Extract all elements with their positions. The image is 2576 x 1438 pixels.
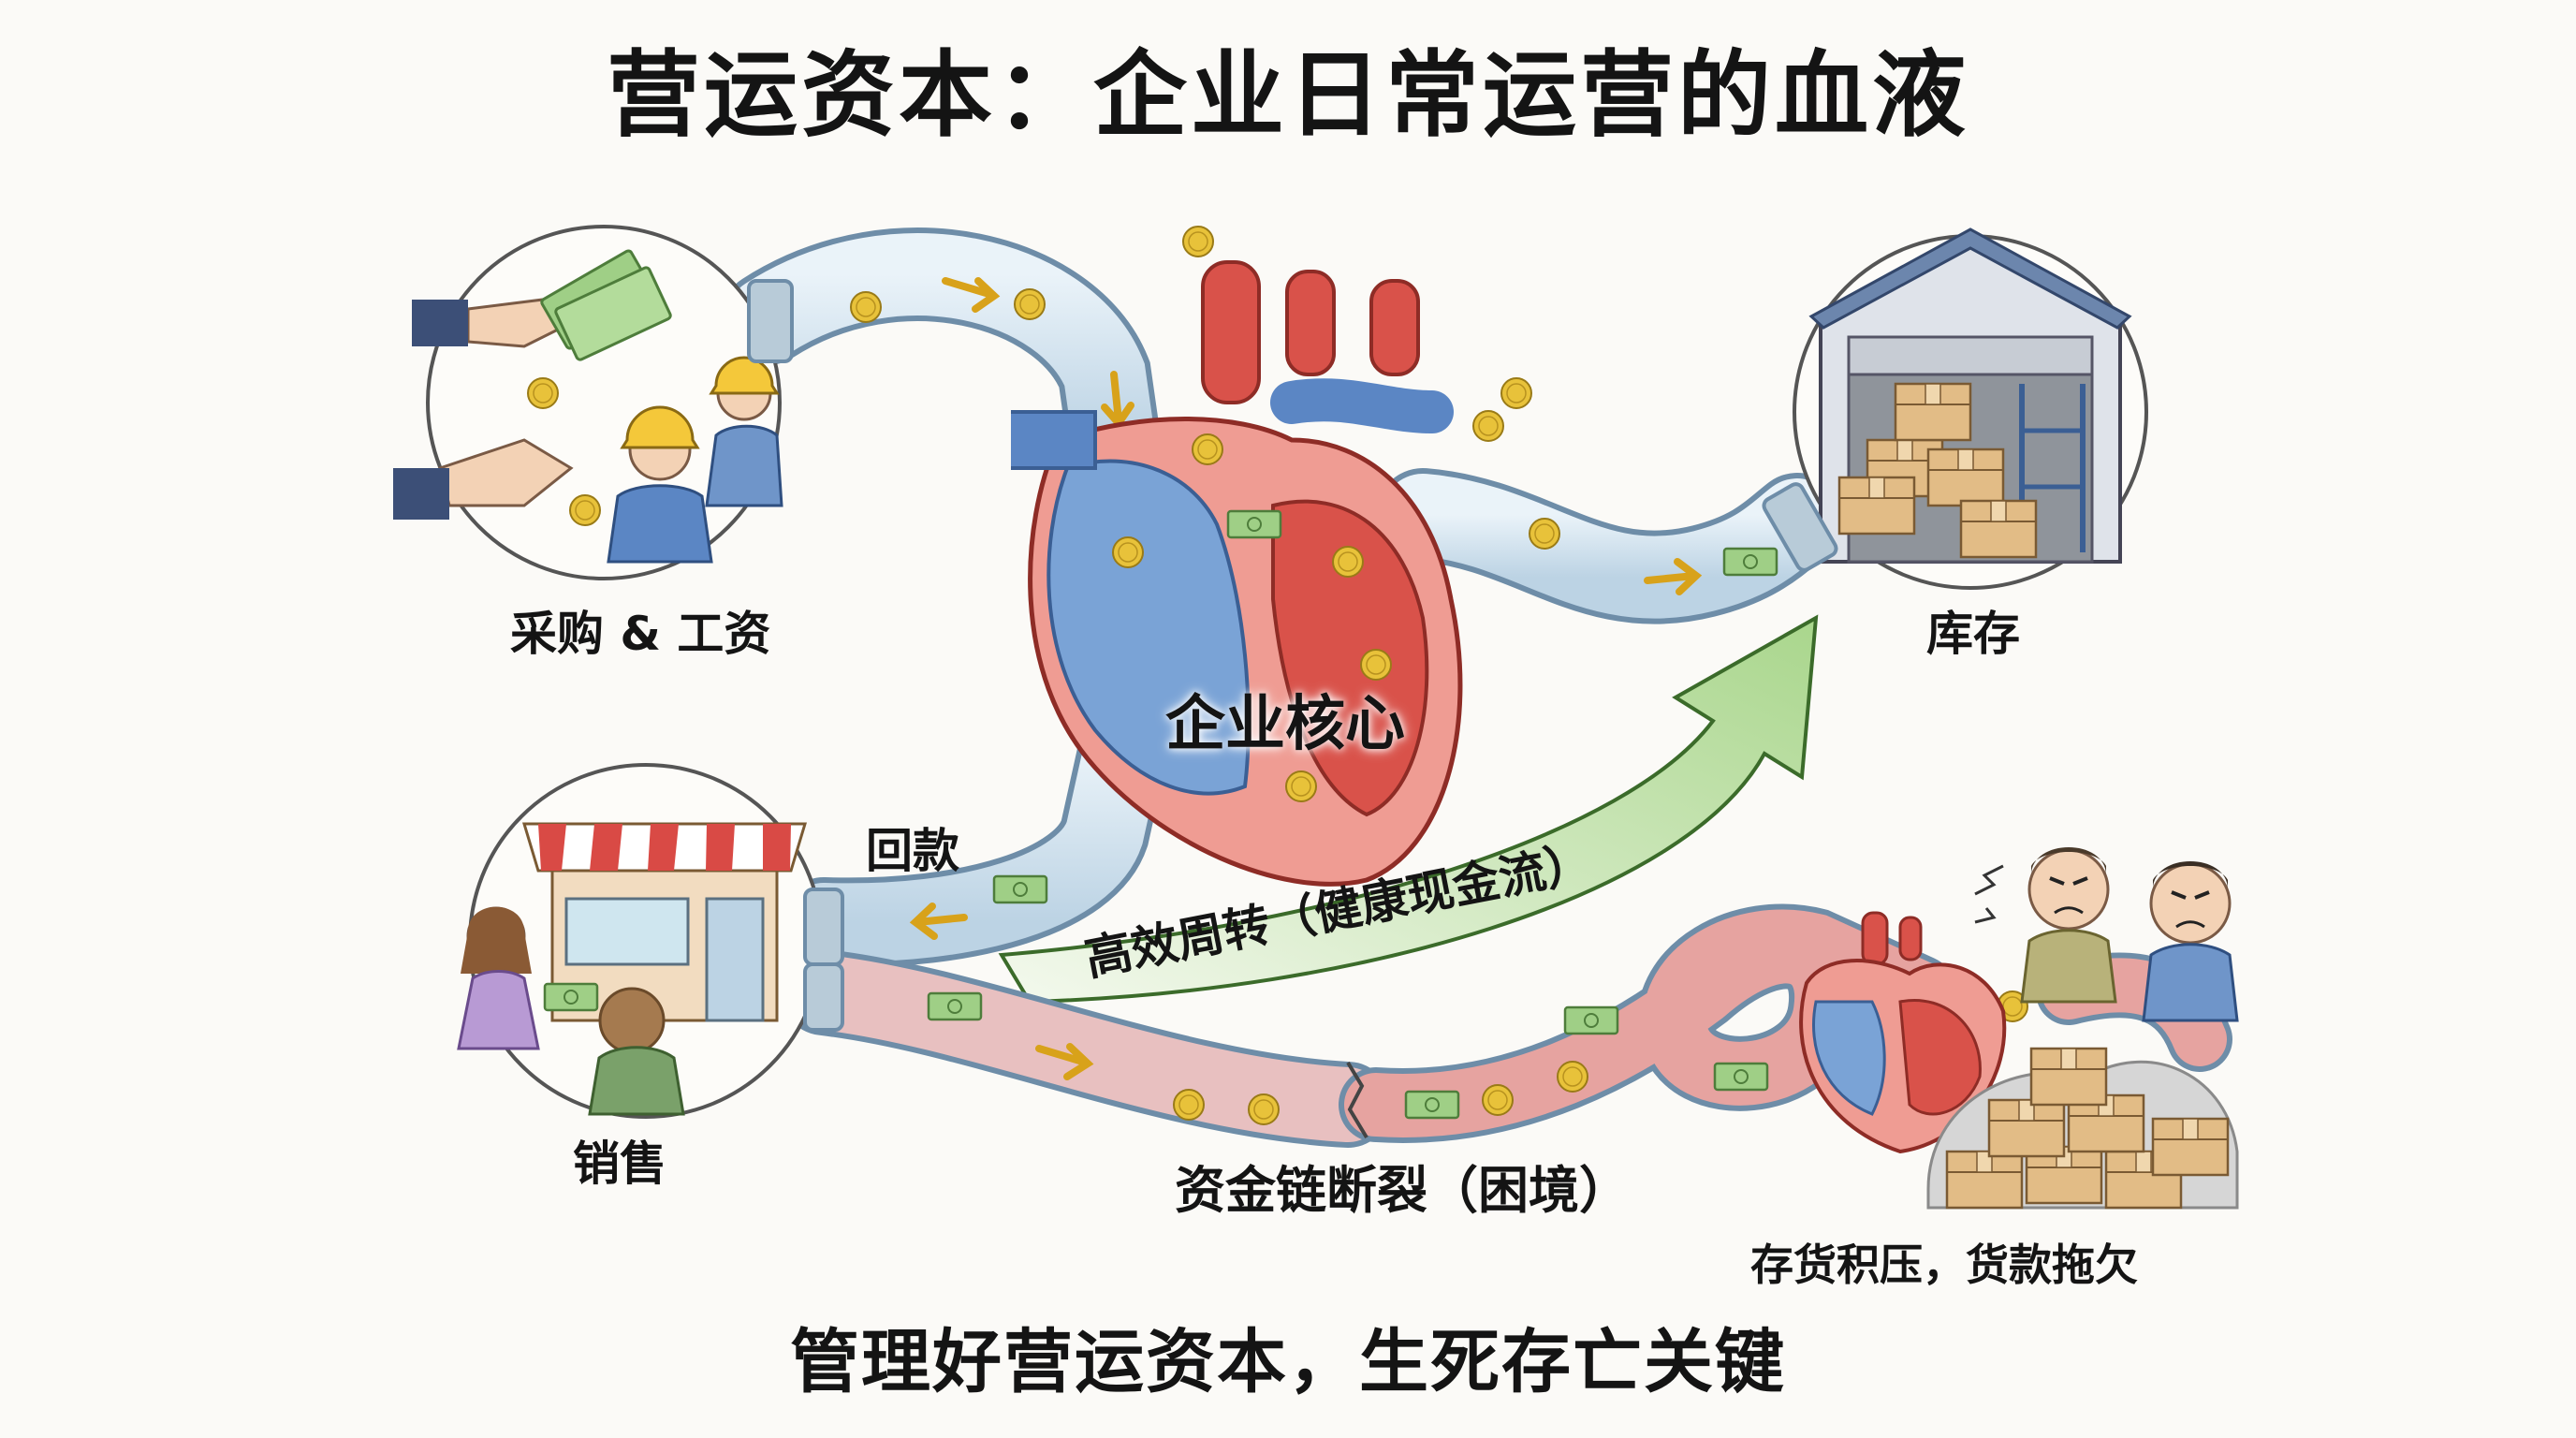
worker-icon	[569, 356, 783, 564]
label-inventory: 库存	[1926, 607, 2020, 661]
banknote-icon	[540, 249, 672, 361]
label-payment-return: 回款	[866, 824, 959, 878]
label-core: 企业核心	[1165, 690, 1405, 759]
sales-scene	[457, 763, 824, 1119]
angry-person-icon	[1974, 847, 2239, 1022]
flow-arrows	[909, 277, 1703, 1080]
label-overstock: 存货积压，货款拖欠	[1750, 1240, 2138, 1290]
purchase-wages-scene	[393, 225, 783, 580]
pipe-connector	[747, 279, 794, 363]
label-purchase-wages: 采购 & 工资	[510, 607, 771, 661]
heart-icon	[1011, 260, 1463, 887]
page-title: 营运资本：企业日常运营的血液	[607, 40, 1969, 150]
inventory-scene	[1793, 227, 2148, 590]
overstock-boxes	[1926, 1047, 2239, 1210]
pipe-connector	[1762, 482, 1838, 572]
footer-caption: 管理好营运资本，生死存亡关键	[790, 1322, 1786, 1402]
label-chain-break: 资金链断裂（困境）	[1175, 1161, 1630, 1220]
efficient-turnover-arrow	[998, 614, 1819, 1005]
pipe-crack	[1346, 1061, 1368, 1139]
pipe-connector	[803, 962, 844, 1032]
pipe-connector	[803, 888, 844, 966]
pipe-sales-to-break	[781, 949, 1391, 1148]
label-sales: 销售	[573, 1137, 666, 1191]
small-heart-icon	[1799, 911, 2007, 1154]
